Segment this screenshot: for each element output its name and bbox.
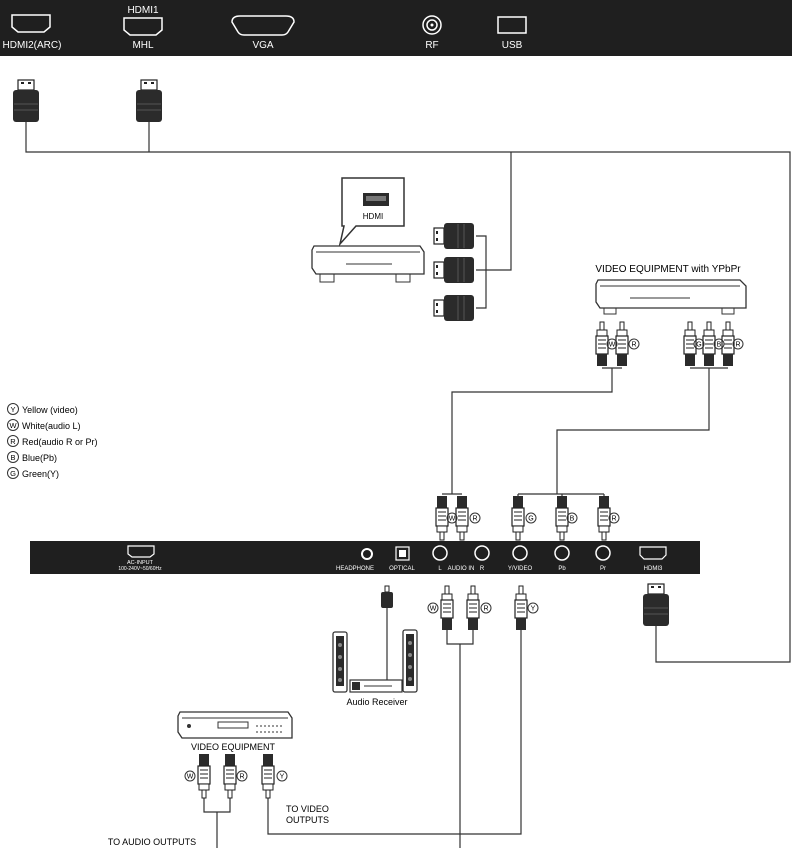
hdmi1-label: HDMI1 [127,5,159,16]
plug-letter: R [472,516,477,523]
legend-item: R Red(audio R or Pr) [7,435,98,447]
ac-input-icon [127,545,155,558]
hdmi-plug-icon [433,256,475,284]
audio-in-r-label: R [480,566,485,572]
hdmi-device: HDMI [311,177,425,283]
plug-letter: W [609,342,616,349]
legend-letter: G [10,469,16,478]
plug-letter: R [483,606,488,613]
plug-letter: Y [531,606,536,613]
legend-item: G Green(Y) [7,467,59,479]
ac-rating-label: 100-240V~50/60Hz [118,566,162,572]
plug-letter: W [187,774,194,781]
video-equipment-audio-plugs [197,753,237,799]
ac-input-label: AC-INPUT [127,560,154,566]
plug-letter: R [735,342,740,349]
plug-letter: Y [280,774,285,781]
to-video-outputs-line1: TO VIDEO [286,804,329,814]
ypbpr-equipment-title: VIDEO EQUIPMENT with YPbPr [595,264,741,275]
rf-port-icon [422,15,442,35]
headphone-jack-icon [361,548,373,560]
hdmi2-arc-port-icon [11,14,51,33]
plug-letter: G [696,342,701,349]
plug-letter: B [717,342,722,349]
legend-text: Red(audio R or Pr) [22,437,98,447]
bottom-panel: AC-INPUT 100-240V~50/60Hz HEADPHONE OPTI… [30,541,700,574]
headphone-label: HEADPHONE [336,566,374,572]
y-video-plug-icon [514,585,528,631]
to-audio-outputs-label: TO AUDIO OUTPUTS [108,837,196,847]
y-video-label: Y/VIDEO [508,566,533,572]
vga-port-icon [231,15,295,36]
legend-item: W White(audio L) [7,419,81,431]
hdmi-plug-icon [642,583,670,627]
pb-jack-icon [554,545,570,561]
hdmi1-mhl-port-icon [123,17,163,36]
legend-text: Blue(Pb) [22,453,57,463]
pr-jack-icon [595,545,611,561]
hdmi3-port-icon [639,546,667,560]
plug-letter: B [570,516,575,523]
usb-port-icon [497,16,527,34]
hdmi3-label: HDMI3 [644,566,663,572]
rf-label: RF [425,40,438,51]
hdmi-device-label: HDMI [363,212,383,221]
legend-letter: R [10,437,16,446]
to-video-outputs-line2: OUTPUTS [286,815,329,825]
hdmi-plug-icon [135,79,163,123]
audio-out-plugs [440,585,480,631]
plug-letter: W [430,606,437,613]
vga-label: VGA [252,40,273,51]
plug-letter: W [449,516,456,523]
video-equipment-label: VIDEO EQUIPMENT [191,742,276,752]
hdmi-plug-icon [433,294,475,322]
legend-text: White(audio L) [22,421,81,431]
legend-letter: B [10,453,15,462]
optical-label: OPTICAL [389,566,415,572]
audio-receiver-label: Audio Receiver [346,697,407,707]
top-panel: HDMI2(ARC) HDMI1 MHL VGA RF USB [0,0,792,56]
audio-receiver [332,629,418,693]
audio-in-r-jack-icon [474,545,490,561]
plug-letter: R [239,774,244,781]
color-legend: Y Yellow (video) W White(audio L) R Red(… [7,403,98,479]
audio-in-l-jack-icon [432,545,448,561]
video-equipment-device [177,711,293,739]
legend-item: B Blue(Pb) [7,451,57,463]
ypbpr-device [595,279,747,315]
legend-letter: W [9,421,17,430]
usb-label: USB [502,40,523,51]
legend-text: Green(Y) [22,469,59,479]
optical-port-icon [395,546,410,561]
legend-letter: Y [10,405,15,414]
plug-letter: R [631,342,636,349]
audio-in-label: AUDIO IN [448,566,475,572]
ypbpr-video-plugs [683,321,735,367]
hdmi-plug-icon [433,222,475,250]
plug-letter: G [528,516,533,523]
legend-item: Y Yellow (video) [7,403,78,415]
video-equipment-y-plug-icon [261,753,275,799]
ypbpr-in-plugs [511,495,611,541]
plug-letter-markers: W R G B R W R G B R W R Y W R Y [184,338,744,782]
audio-in-l-label: L [438,566,442,572]
mhl-label: MHL [132,40,154,51]
cable-lines [25,122,791,848]
legend-text: Yellow (video) [22,405,78,415]
plug-letter: R [611,516,616,523]
pr-label: Pr [600,566,606,572]
y-video-jack-icon [512,545,528,561]
optical-plug-icon [381,585,393,608]
hdmi-plug-icon [12,79,40,123]
pb-label: Pb [558,566,566,572]
hdmi2-arc-label: HDMI2(ARC) [3,40,62,51]
